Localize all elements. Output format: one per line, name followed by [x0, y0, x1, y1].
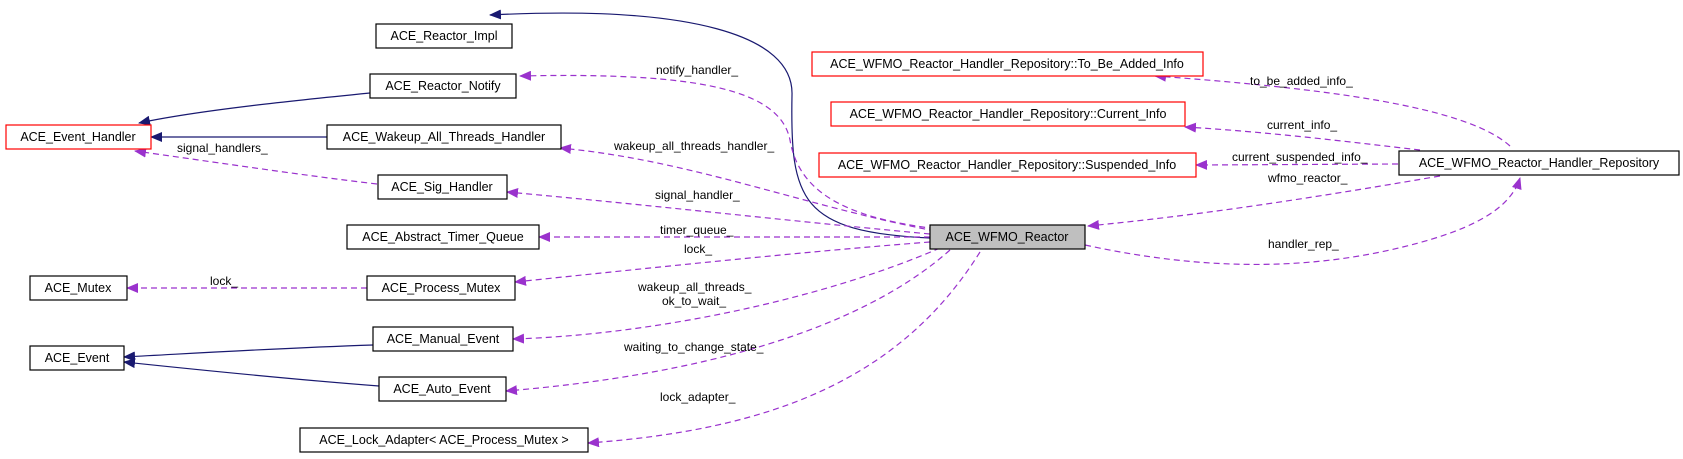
node-auto-event-label: ACE_Auto_Event [393, 382, 491, 396]
node-mutex[interactable]: ACE_Mutex [29, 275, 128, 301]
node-suspended-info-label: ACE_WFMO_Reactor_Handler_Repository::Sus… [838, 158, 1176, 172]
node-process-mutex[interactable]: ACE_Process_Mutex [366, 275, 516, 301]
edge-wfmo-reactor [1087, 175, 1441, 230]
edge-wfmo-inherits-reactor-impl [489, 9, 931, 239]
label-lock-wfmo: lock_ [684, 242, 712, 256]
label-wakeup-all-threads-handler: wakeup_all_threads_handler_ [613, 139, 774, 153]
node-event-handler[interactable]: ACE_Event_Handler [5, 124, 152, 150]
node-event[interactable]: ACE_Event [29, 345, 125, 371]
node-wakeup-all-threads-handler[interactable]: ACE_Wakeup_All_Threads_Handler [326, 124, 562, 150]
label-handler-rep: handler_rep_ [1268, 237, 1339, 251]
edge-lock-adapter [587, 251, 981, 448]
node-event-label: ACE_Event [45, 351, 110, 365]
edge-to-be-added-info [1154, 71, 1511, 147]
edge-current-suspended-info [1195, 159, 1399, 170]
label-lock-mutex: lock_ [210, 274, 238, 288]
label-ok-to-wait: ok_to_wait_ [662, 294, 726, 308]
node-current-info[interactable]: ACE_WFMO_Reactor_Handler_Repository::Cur… [830, 101, 1186, 127]
node-wfmo-reactor[interactable]: ACE_WFMO_Reactor [929, 224, 1086, 250]
label-wakeup-all-threads: wakeup_all_threads_ [637, 280, 752, 294]
edge-signal-handler [506, 188, 931, 235]
edge-signal-handlers [134, 147, 378, 185]
node-sig-handler-label: ACE_Sig_Handler [391, 180, 492, 194]
edge-waiting-to-change-state [505, 249, 951, 396]
label-signal-handler: signal_handler_ [655, 188, 740, 202]
label-timer-queue: timer_queue_ [660, 223, 734, 237]
node-reactor-impl-label: ACE_Reactor_Impl [391, 29, 498, 43]
label-waiting-to-change-state: waiting_to_change_state_ [623, 340, 764, 354]
edge-wakeup-all-threads-ok-to-wait [512, 247, 941, 344]
node-handler-repository[interactable]: ACE_WFMO_Reactor_Handler_Repository [1398, 150, 1680, 176]
edge-current-info [1184, 122, 1421, 151]
node-event-handler-label: ACE_Event_Handler [20, 130, 135, 144]
node-abstract-timer-queue[interactable]: ACE_Abstract_Timer_Queue [346, 224, 540, 250]
node-suspended-info[interactable]: ACE_WFMO_Reactor_Handler_Repository::Sus… [818, 152, 1197, 178]
edge-notify-handler [519, 70, 946, 231]
node-wfmo-reactor-label: ACE_WFMO_Reactor [946, 230, 1069, 244]
label-notify-handler: notify_handler_ [656, 63, 738, 77]
node-process-mutex-label: ACE_Process_Mutex [382, 281, 502, 295]
edge-handler-rep [1084, 177, 1522, 265]
node-wakeup-label: ACE_Wakeup_All_Threads_Handler [343, 130, 545, 144]
node-manual-event[interactable]: ACE_Manual_Event [372, 326, 514, 352]
node-lock-adapter-label: ACE_Lock_Adapter< ACE_Process_Mutex > [319, 433, 568, 447]
edge-reactor-notify-inherits-event-handler [138, 92, 371, 126]
node-current-info-label: ACE_WFMO_Reactor_Handler_Repository::Cur… [850, 107, 1167, 121]
edge-wakeup-all-threads-handler [559, 144, 936, 232]
node-manual-event-label: ACE_Manual_Event [387, 332, 500, 346]
label-wfmo-reactor: wfmo_reactor_ [1267, 171, 1348, 185]
node-handler-repository-label: ACE_WFMO_Reactor_Handler_Repository [1419, 156, 1660, 170]
label-to-be-added-info: to_be_added_info_ [1250, 74, 1353, 88]
edge-auto-event-inherits-event [123, 358, 380, 387]
node-to-be-added-info-label: ACE_WFMO_Reactor_Handler_Repository::To_… [830, 57, 1184, 71]
node-auto-event[interactable]: ACE_Auto_Event [378, 376, 507, 402]
node-lock-adapter[interactable]: ACE_Lock_Adapter< ACE_Process_Mutex > [299, 427, 589, 453]
edge-manual-event-inherits-event [123, 344, 374, 362]
label-current-suspended-info: current_suspended_info_ [1232, 150, 1368, 164]
node-reactor-impl[interactable]: ACE_Reactor_Impl [375, 23, 513, 49]
label-lock-adapter: lock_adapter_ [660, 390, 736, 404]
node-mutex-label: ACE_Mutex [45, 281, 112, 295]
node-sig-handler[interactable]: ACE_Sig_Handler [377, 174, 508, 200]
edge-lock-wfmo [514, 241, 931, 286]
label-current-info: current_info_ [1267, 118, 1337, 132]
node-reactor-notify-label: ACE_Reactor_Notify [385, 79, 501, 93]
label-signal-handlers: signal_handlers_ [177, 141, 268, 155]
node-to-be-added-info[interactable]: ACE_WFMO_Reactor_Handler_Repository::To_… [811, 51, 1204, 77]
node-reactor-notify[interactable]: ACE_Reactor_Notify [369, 73, 517, 99]
node-timer-queue-label: ACE_Abstract_Timer_Queue [362, 230, 523, 244]
